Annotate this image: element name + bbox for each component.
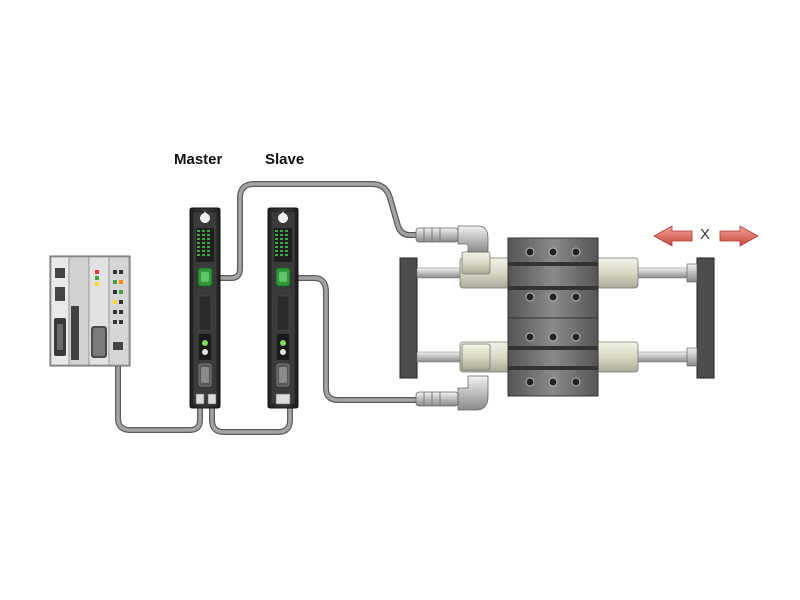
- motor-connector-top: [415, 225, 489, 253]
- carriage-block-top: [507, 237, 599, 319]
- double-arrow-icon: [653, 225, 759, 247]
- axis-label: X: [700, 226, 711, 243]
- left-arrow-icon: [653, 225, 693, 247]
- linear-actuator-icon: [399, 225, 715, 411]
- terminal-block: [274, 228, 292, 262]
- slave-label: Slave: [265, 151, 305, 168]
- right-arrow-icon: [719, 225, 759, 247]
- plc-controller-icon: [49, 255, 131, 367]
- slave-drive: [267, 207, 299, 409]
- master-drive: [189, 207, 221, 409]
- cable-slave-to-motor-bottom: [285, 275, 421, 403]
- cables: [115, 181, 421, 435]
- master-label: Master: [174, 151, 223, 168]
- carriage-block-bottom: [507, 317, 599, 397]
- terminal-block: [196, 228, 214, 262]
- motor-connector-bottom: [415, 375, 489, 411]
